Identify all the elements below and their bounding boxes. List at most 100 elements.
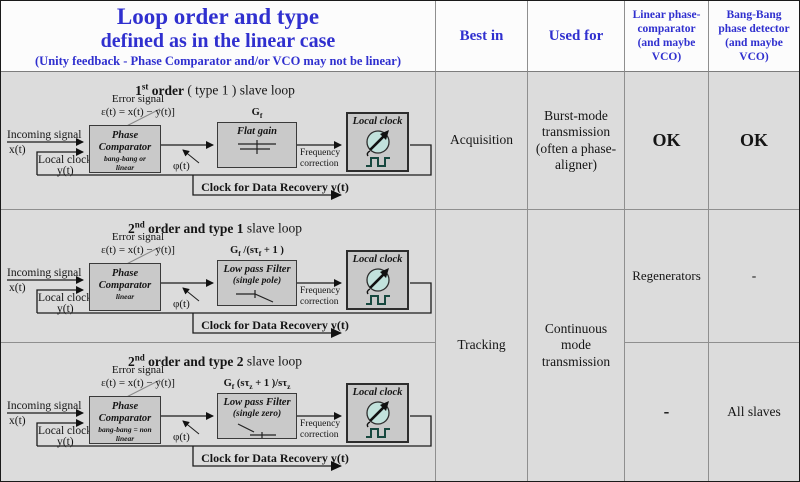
order-type-text: order and type 1 [144, 220, 244, 236]
cell-bang-bang-row2: - [709, 210, 799, 343]
order-suffix: nd [134, 352, 145, 362]
local-clock-feedback-label: Local clock [38, 154, 92, 166]
error-signal-label: Error signal ε(t) = x(t) − y(t)] [73, 93, 203, 119]
cell-used-for-row1: Burst-mode transmission (often a phase- … [528, 72, 625, 210]
loop-filter-box: Low pass Filter (single zero) [217, 393, 297, 439]
error-signal-caption: Error signal [111, 231, 165, 243]
phase-error-variable: φ(t) [173, 160, 190, 172]
cell-best-in-row1: Acquisition [436, 72, 528, 210]
phase-error-variable: φ(t) [173, 298, 190, 310]
loop-diagram-row: 2nd order and type 2 slave loop Error si… [1, 343, 435, 481]
local-clock-box: Local clock [346, 250, 409, 310]
filter-transfer-function: Gf (sτz + 1 )/sτz [197, 378, 317, 391]
error-signal-label: Error signal ε(t) = x(t) − y(t)] [73, 364, 203, 390]
incoming-signal-label: Incoming signal [7, 400, 82, 412]
formula-sub: f [258, 249, 262, 259]
single-zero-response-icon [237, 422, 276, 438]
local-clock-feedback-variable: y(t) [57, 303, 74, 315]
column-header-linear-phase-comparator: Linear phase- comparator (and maybe VCO) [625, 1, 709, 72]
order-number: 1 [135, 82, 142, 98]
slave-loop-text: slave loop [243, 353, 303, 369]
table-title: Loop order and type defined as in the li… [1, 1, 436, 72]
vco-icon [365, 268, 390, 305]
order-suffix: st [141, 81, 149, 91]
frequency-correction-label: Frequency correction [300, 286, 341, 307]
cell-linear-row3: - [625, 343, 709, 481]
formula-part: (sτ [234, 378, 250, 389]
incoming-signal-label: Incoming signal [7, 267, 82, 279]
comparator-linearity-note: linear [115, 292, 135, 301]
formula-part: G [230, 245, 239, 256]
formula-sub: f [238, 249, 241, 259]
diagram-title: 2nd order and type 2 slave loop [1, 352, 429, 370]
filter-transfer-function: Gf /(sτf + 1 ) [197, 245, 317, 258]
comparator-word-2: Comparator [98, 141, 152, 153]
flat-response-icon [238, 140, 276, 154]
diagram-title: 1st order ( type 1 ) slave loop [1, 81, 429, 99]
cell-best-in-rows2-3: Tracking [436, 210, 528, 481]
order-number: 2 [127, 353, 135, 369]
filter-name: Flat gain [237, 126, 277, 137]
comparator-word-1: Phase [111, 268, 139, 279]
cell-linear-row2: Regenerators [625, 210, 709, 343]
local-clock-box: Local clock [346, 112, 409, 172]
loop-diagrams-column: 1st order ( type 1 ) slave loop Error si… [1, 72, 436, 481]
cell-bang-bang-row3: All slaves [727, 403, 781, 419]
single-pole-response-icon [236, 289, 274, 303]
local-clock-box-label: Local clock [352, 116, 403, 127]
column-header-best-in: Best in [436, 1, 528, 72]
column-header-bang-bang-detector: Bang-Bang phase detector (and maybe VCO) [709, 1, 799, 72]
formula-part: G [251, 107, 260, 118]
loop-filter-box: Low pass Filter (single pole) [217, 260, 297, 306]
comparator-linearity-note: bang-bang = non linear [98, 425, 152, 443]
frequency-correction-label: Frequency correction [300, 419, 341, 440]
filter-name: Low pass Filter [223, 264, 291, 275]
comparator-word-1: Phase [111, 401, 139, 412]
vco-icon [365, 401, 390, 438]
incoming-signal-variable: x(t) [9, 415, 26, 427]
comparator-linearity-note: bang-bang or linear [104, 154, 146, 172]
error-signal-label: Error signal ε(t) = x(t) − y(t)] [73, 231, 203, 257]
incoming-signal-label: Incoming signal [7, 129, 82, 141]
formula-sub: f [231, 382, 235, 392]
column-header-used-for: Used for [528, 1, 625, 72]
title-line2: defined as in the linear case [100, 30, 336, 52]
diagram-title: 2nd order and type 1 slave loop [1, 219, 429, 237]
filter-subtitle: (single pole) [232, 276, 282, 286]
frequency-correction-label: Frequency correction [300, 148, 341, 169]
formula-part: + 1 ) [261, 245, 284, 256]
filter-name: Low pass Filter [223, 397, 291, 408]
clock-recovery-label: Clock for Data Recovery y(t) [201, 318, 349, 332]
formula-sub: z [287, 382, 291, 392]
error-signal-caption: Error signal [111, 93, 165, 105]
error-signal-formula: ε(t) = x(t) − y(t)] [101, 106, 175, 118]
formula-sub: z [249, 382, 253, 392]
local-clock-feedback-variable: y(t) [57, 165, 74, 177]
local-clock-feedback-label: Local clock [38, 292, 92, 304]
order-number: 2 [127, 220, 135, 236]
cell-bang-bang-row1: OK [709, 72, 799, 210]
error-signal-formula: ε(t) = x(t) − y(t)] [101, 244, 175, 256]
cell-used-for-rows2-3: Continuous mode transmission [528, 210, 625, 481]
filter-transfer-function: Gf [197, 107, 317, 120]
error-signal-formula: ε(t) = x(t) − y(t)] [101, 377, 175, 389]
formula-part: /(sτ [240, 245, 259, 256]
title-line1: Loop order and type [116, 4, 320, 29]
incoming-signal-variable: x(t) [9, 144, 26, 156]
local-clock-box: Local clock [346, 383, 409, 443]
vco-icon [365, 130, 390, 167]
order-suffix: nd [134, 219, 145, 229]
clock-recovery-label: Clock for Data Recovery y(t) [201, 451, 349, 465]
cell-linear-row1: OK [625, 72, 709, 210]
local-clock-feedback-variable: y(t) [57, 436, 74, 448]
comparator-word-1: Phase [111, 130, 139, 141]
clock-recovery-label: Clock for Data Recovery y(t) [201, 180, 349, 194]
title-line3: (Unity feedback - Phase Comparator and/o… [35, 54, 401, 68]
loop-diagram-row: 1st order ( type 1 ) slave loop Error si… [1, 72, 435, 210]
